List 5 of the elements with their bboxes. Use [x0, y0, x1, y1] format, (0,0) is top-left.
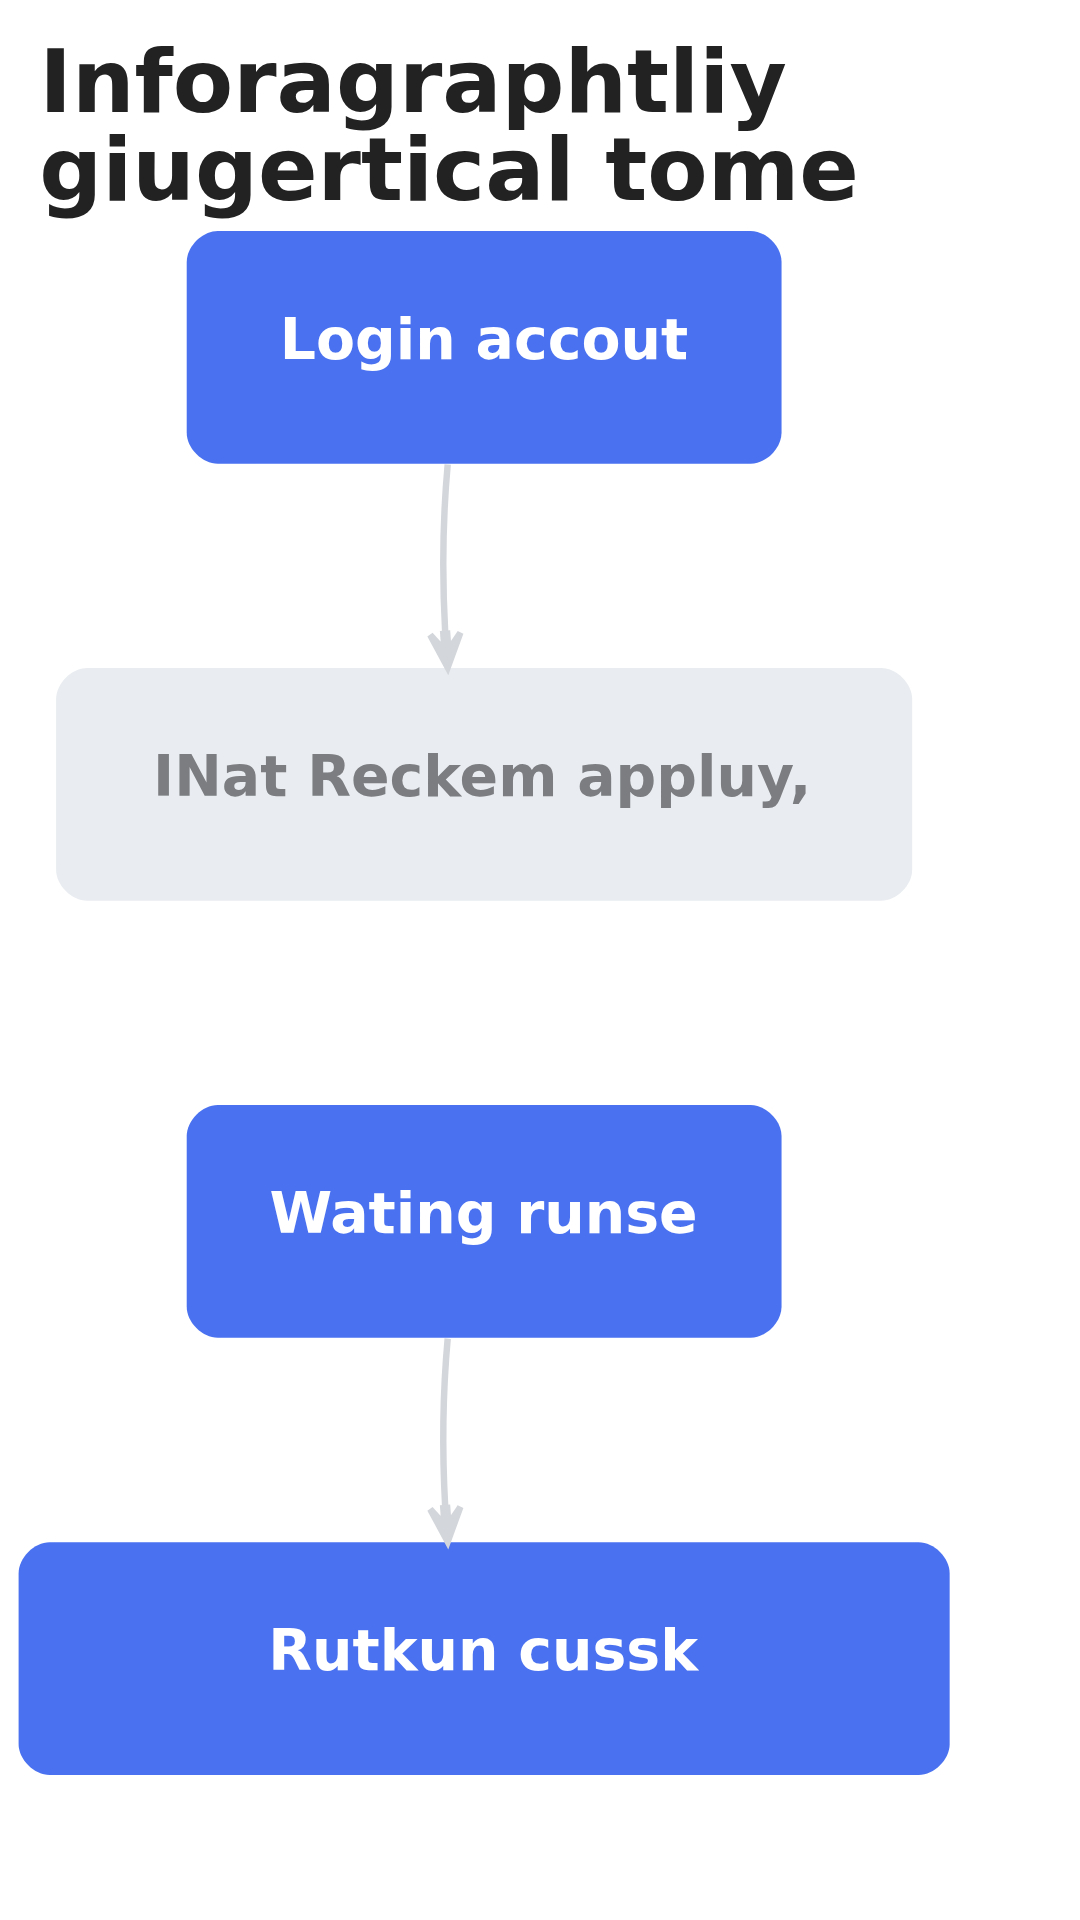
node-box: Wating runse	[186, 1104, 782, 1338]
diagram-title: Inforagraphtliy giugertical tome	[39, 29, 859, 221]
node-box: Login accout	[186, 230, 782, 464]
node-box: INat Reckem appluy,	[56, 667, 913, 901]
node-box: Rutkun cussk	[18, 1541, 950, 1775]
